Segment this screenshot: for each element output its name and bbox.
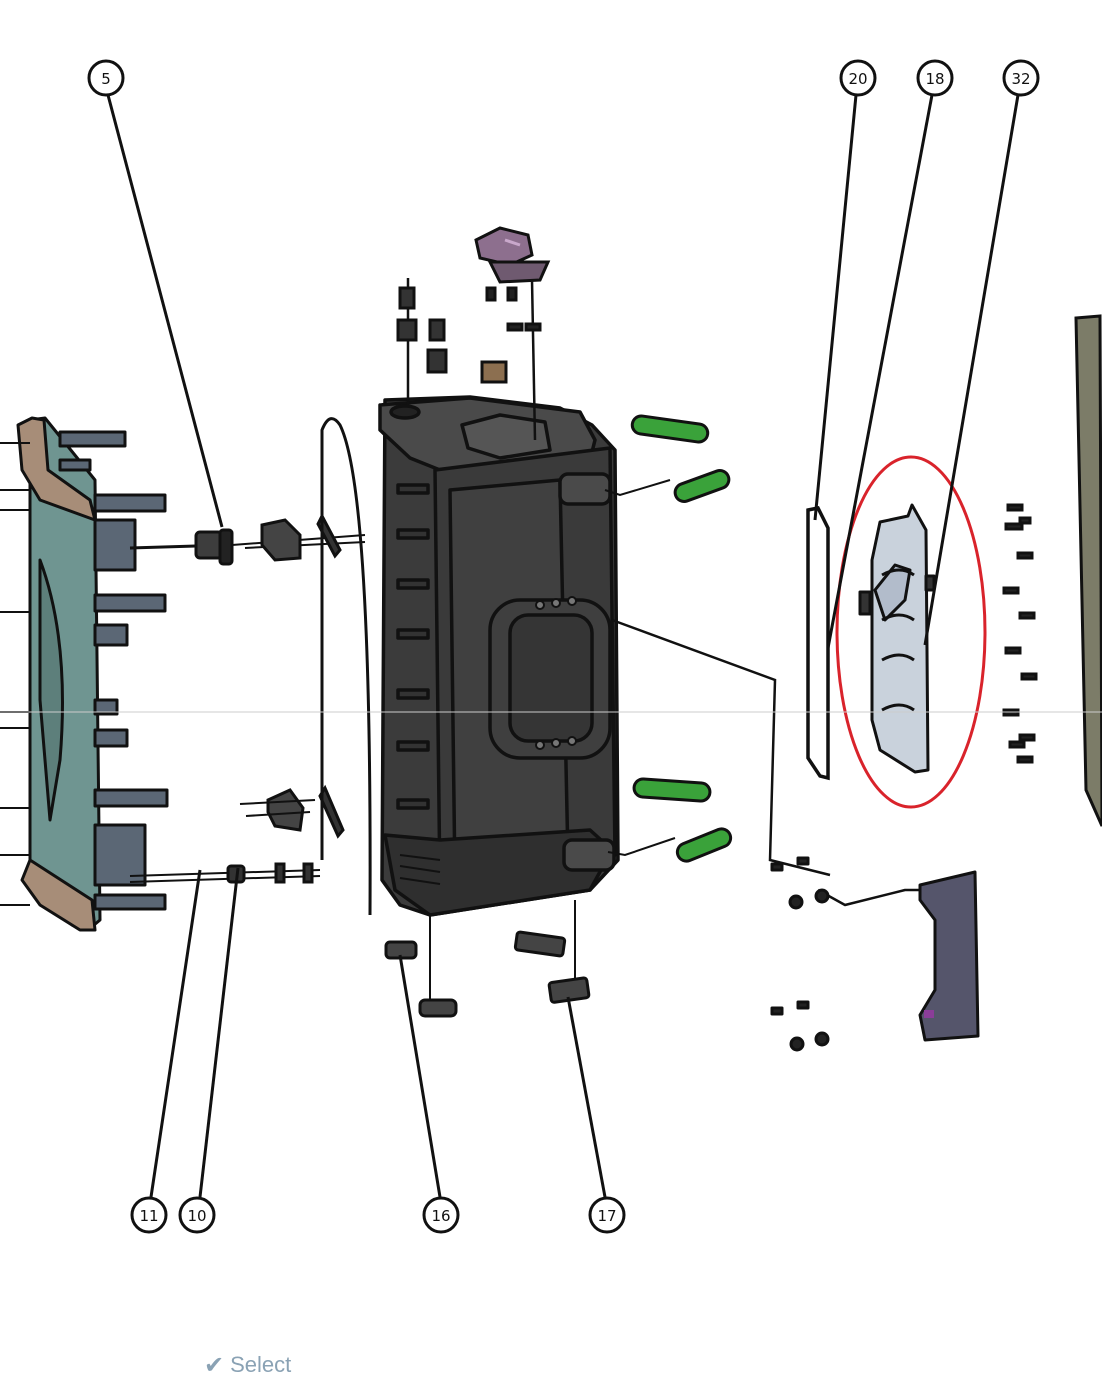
svg-text:10: 10	[187, 1207, 206, 1225]
callout-20: 20	[839, 59, 877, 97]
pole-mount-part	[396, 226, 551, 441]
svg-text:5: 5	[101, 70, 111, 88]
callout-11: 11	[130, 1196, 168, 1234]
amplifier-module-part	[858, 503, 936, 774]
svg-text:11: 11	[139, 1207, 158, 1225]
front-baffle-part	[0, 416, 169, 932]
svg-text:32: 32	[1011, 70, 1030, 88]
cabinet-part	[378, 395, 620, 917]
callout-18: 18	[916, 59, 954, 97]
rubber-feet	[384, 900, 591, 1018]
svg-text:20: 20	[848, 70, 867, 88]
internal-wire	[320, 417, 372, 916]
woofer-mount-hardware	[129, 512, 366, 884]
rear-screws	[1002, 503, 1038, 764]
leader-lines	[106, 94, 1020, 1198]
callout-10: 10	[178, 1196, 216, 1234]
svg-text:18: 18	[925, 70, 944, 88]
bumper-feet	[604, 414, 733, 863]
callout-17: 17	[588, 1196, 626, 1234]
handle-part	[770, 856, 980, 1052]
callout-5: 5	[87, 59, 125, 97]
rear-panel-part	[1074, 314, 1102, 827]
select-button[interactable]: ✔ Select	[204, 1350, 291, 1380]
callout-16: 16	[422, 1196, 460, 1234]
callout-32: 32	[1002, 59, 1040, 97]
svg-text:16: 16	[431, 1207, 450, 1225]
rear-wire	[611, 618, 831, 877]
check-icon: ✔	[204, 1351, 225, 1379]
gasket-part	[806, 506, 830, 781]
select-label: Select	[230, 1352, 292, 1377]
highlight-ellipse	[835, 455, 987, 809]
svg-text:17: 17	[597, 1207, 616, 1225]
